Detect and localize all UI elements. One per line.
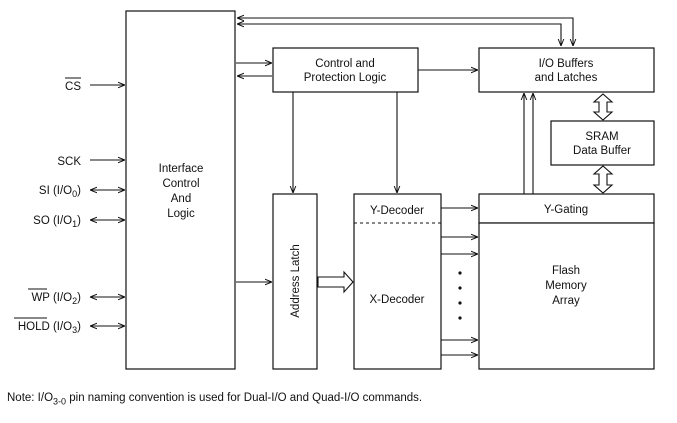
flash-label-3: Array [552, 295, 580, 307]
interface-label-3: And [171, 193, 191, 205]
pin-wp-label: WP (I/O2) [31, 292, 81, 306]
footnote: Note: I/O3-0 pin naming convention is us… [7, 392, 422, 406]
io-sram-fat-arrow [592, 93, 614, 121]
sram-data-buffer-block: SRAM Data Buffer [550, 120, 655, 166]
io-buffers-latches-block: I/O Buffers and Latches [478, 47, 655, 93]
control-protection-logic-block: Control and Protection Logic [272, 47, 419, 93]
pin-so-label: SO (I/O1) [33, 215, 81, 229]
interface-control-logic-block: Interface Control And Logic [125, 10, 236, 370]
ellipsis-dot-3 [458, 301, 462, 305]
pin-sck-label: SCK [57, 156, 81, 168]
ellipsis-dot-4 [458, 316, 462, 320]
address-latch-to-decoder-fat-arrow [317, 270, 354, 294]
address-latch-label: Address Latch [290, 244, 302, 318]
pin-arrows [90, 85, 125, 326]
ellipsis-dot-2 [458, 286, 462, 290]
control-label-2: Protection Logic [304, 72, 387, 84]
interface-label-4: Logic [167, 208, 195, 220]
pin-si-label: SI (I/O0) [39, 185, 81, 199]
io-buffers-label-1: I/O Buffers [539, 58, 594, 70]
interface-label-2: Control [162, 178, 199, 190]
pin-labels: CS SCK SI (I/O0) SO (I/O1) WP (I/O2) HOL… [14, 77, 81, 335]
io-buffers-label-2: and Latches [535, 72, 598, 84]
sram-ygating-fat-arrow [592, 165, 614, 194]
sram-label-2: Data Buffer [573, 145, 631, 157]
ellipsis-dot-1 [458, 271, 462, 275]
block-diagram: Interface Control And Logic Control and … [14, 10, 655, 370]
footnote-prefix: Note: I/O [7, 392, 54, 404]
internal-connections [236, 18, 614, 355]
y-decoder-label: Y-Decoder [370, 205, 424, 217]
flash-label-1: Flash [552, 265, 580, 277]
decoder-block: Y-Decoder X-Decoder [353, 193, 442, 370]
flash-memory-array-block: Flash Memory Array [478, 222, 655, 370]
control-label-1: Control and [315, 58, 374, 70]
interface-label-1: Interface [159, 163, 204, 175]
interface-io-bus-inner [237, 24, 561, 46]
flash-label-2: Memory [545, 280, 587, 292]
pin-cs-label: CS [65, 81, 81, 93]
sram-label-1: SRAM [585, 131, 618, 143]
y-gating-block: Y-Gating [478, 193, 655, 224]
pin-hold-label: HOLD (I/O3) [18, 321, 81, 335]
x-decoder-label: X-Decoder [370, 294, 425, 306]
y-gating-label: Y-Gating [544, 204, 588, 216]
interface-io-bus-outer [237, 18, 573, 46]
address-latch-block: Address Latch [272, 193, 318, 370]
footnote-suffix: pin naming convention is used for Dual-I… [66, 392, 423, 404]
footnote-subscript: 3-0 [53, 396, 67, 407]
